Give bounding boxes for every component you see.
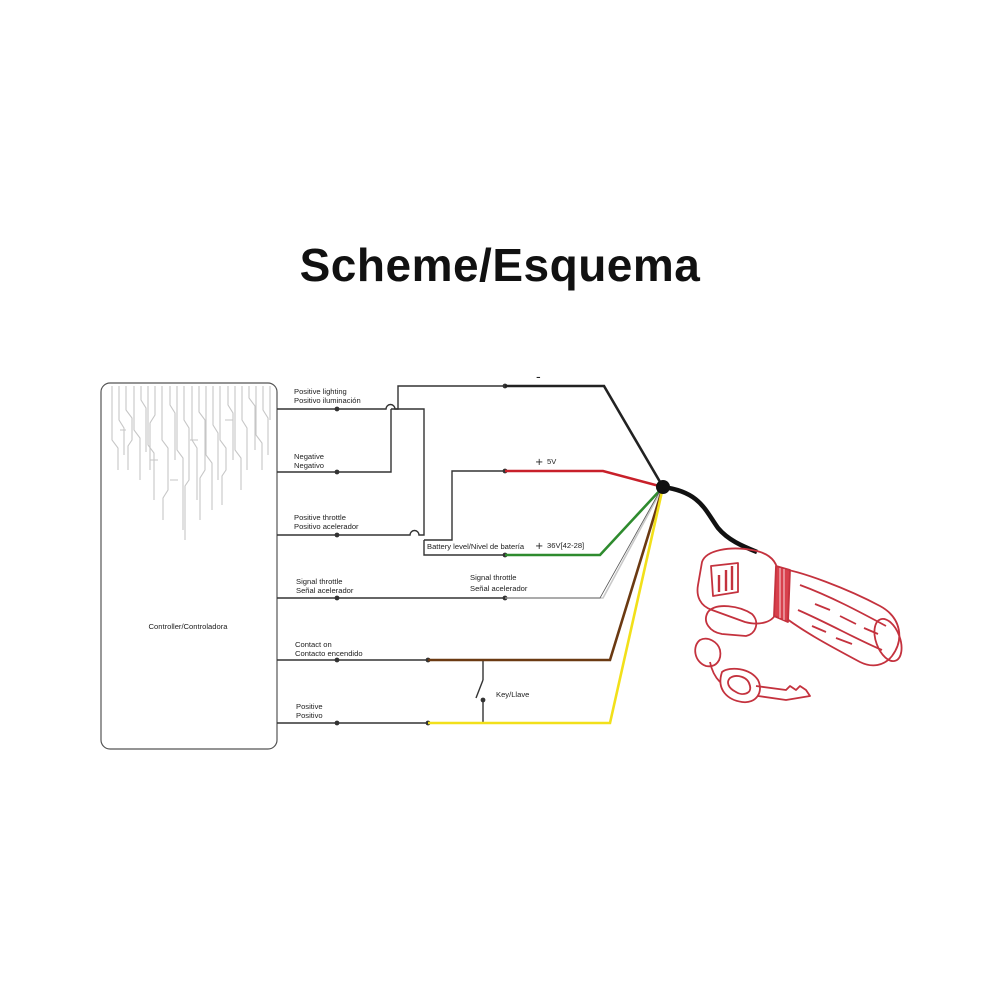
- label-battery-level: Battery level/Nivel de batería: [427, 542, 525, 551]
- label-positive: Positive: [296, 702, 323, 711]
- wire-labels: - + 5V + 36V[42-28] Battery level/Nivel …: [427, 370, 584, 699]
- controller-circuit-icon: [111, 386, 271, 540]
- controller-box: Controller/Controladora: [100, 382, 278, 750]
- cable-hub: [656, 480, 758, 555]
- plus-36v-symbol: +: [535, 541, 543, 552]
- wire-yellow: [428, 486, 665, 725]
- wire-red: [505, 469, 664, 489]
- negative-symbol: -: [536, 370, 541, 385]
- controller-wires: [277, 385, 505, 724]
- controller-label: Controller/Controladora: [149, 622, 229, 631]
- label-signal-throttle: Signal throttle: [296, 577, 342, 586]
- wire-green: [505, 486, 664, 557]
- wire-black: [505, 384, 665, 488]
- label-positivo-acelerador: Positivo acelerador: [294, 522, 359, 531]
- wire-gray-thin: [505, 488, 662, 599]
- label-signal-throttle-right: Signal throttle: [470, 573, 516, 582]
- wire-battery-branch: [423, 540, 505, 556]
- wire-5v-branch: [424, 470, 505, 541]
- label-positivo: Positivo: [296, 711, 323, 720]
- ignition-key-icon: [694, 637, 811, 704]
- wire-negative: [277, 409, 392, 473]
- label-key: Key/Llave: [496, 690, 529, 699]
- label-negative: Negative: [294, 452, 324, 461]
- label-contact-on: Contact on: [295, 640, 332, 649]
- plus-5v-symbol: +: [535, 457, 543, 468]
- label-36v: 36V[42-28]: [547, 541, 584, 550]
- page-title: Scheme/Esquema: [299, 239, 701, 291]
- label-contacto-encendido: Contacto encendido: [295, 649, 363, 658]
- label-negativo: Negativo: [294, 461, 324, 470]
- key-switch-icon: [475, 679, 484, 699]
- label-senal-acelerador-right: Señal acelerador: [470, 584, 528, 593]
- label-positive-throttle: Positive throttle: [294, 513, 346, 522]
- controller-output-labels: Positive lighting Positivo iluminación N…: [294, 387, 363, 720]
- colored-wires: [428, 384, 665, 725]
- main-cable: [662, 484, 758, 555]
- wire-brown: [428, 486, 665, 662]
- label-5v: 5V: [547, 457, 557, 466]
- label-positive-lighting: Positive lighting: [294, 387, 347, 396]
- label-senal-acelerador: Señal acelerador: [296, 586, 354, 595]
- throttle-grip-icon: [696, 547, 903, 667]
- label-positivo-iluminacion: Positivo iluminación: [294, 396, 361, 405]
- wire-positive-throttle: [277, 408, 425, 536]
